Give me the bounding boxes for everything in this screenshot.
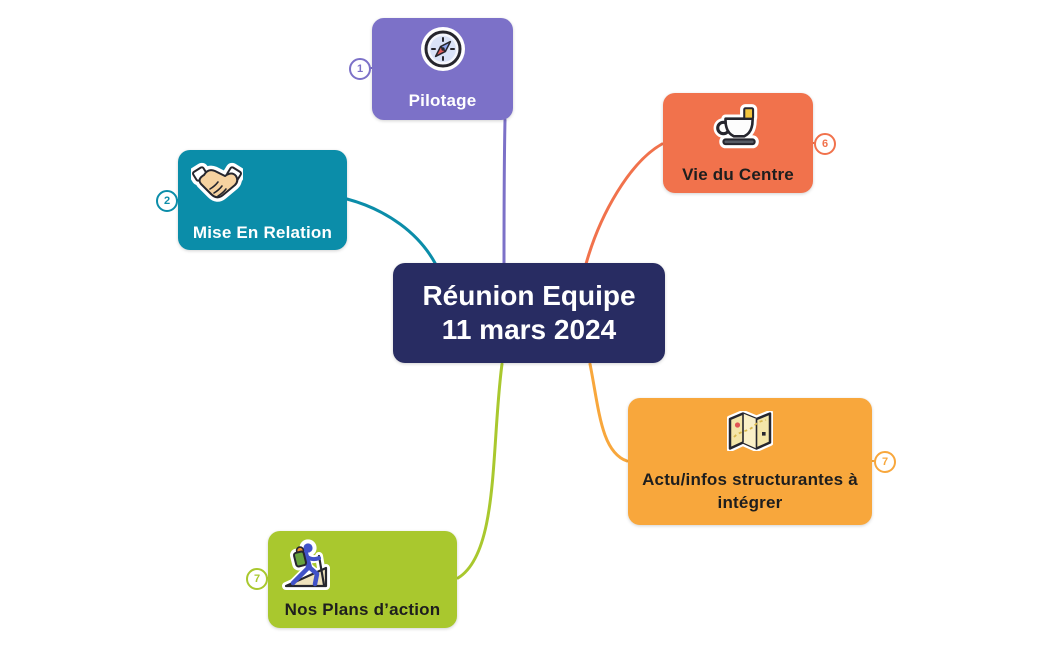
handshake-icon	[188, 160, 246, 206]
node-nos-plans[interactable]: Nos Plans d’action	[268, 531, 457, 628]
central-topic-line1: Réunion Equipe	[422, 280, 636, 311]
node-label-vie-du-centre: Vie du Centre	[682, 165, 794, 184]
connector-actu-infos	[588, 362, 629, 463]
connector-pilotage	[502, 118, 507, 265]
hiker-icon	[279, 537, 333, 591]
badge-nos-plans[interactable]: 7	[246, 568, 268, 590]
node-label-actu-infos: Actu/infos structurantes à intégrer	[642, 470, 858, 512]
node-label-mise-en-relation: Mise En Relation	[192, 223, 333, 242]
connector-mise-en-relation	[345, 197, 437, 265]
badge-pilotage[interactable]: 1	[349, 58, 371, 80]
node-actu-infos[interactable]: Actu/infos structurantes à intégrer	[628, 398, 872, 525]
badge-mise-en-relation[interactable]: 2	[156, 190, 178, 212]
central-topic-line2: 11 mars 2024	[441, 314, 617, 345]
node-pilotage[interactable]: Pilotage	[372, 18, 513, 120]
map-icon	[726, 410, 774, 452]
node-mise-en-relation[interactable]: Mise En Relation	[178, 150, 347, 250]
node-central-topic[interactable]: Réunion Equipe 11 mars 2024	[393, 263, 665, 363]
teacup-icon	[712, 102, 764, 154]
compass-icon	[420, 26, 466, 72]
connector-vie-du-centre	[584, 142, 664, 266]
node-vie-du-centre[interactable]: Vie du Centre	[663, 93, 813, 193]
node-label-pilotage: Pilotage	[408, 91, 477, 110]
node-label-nos-plans: Nos Plans d’action	[284, 600, 441, 619]
badge-actu-infos[interactable]: 7	[874, 451, 896, 473]
connector-nos-plans	[456, 362, 504, 580]
badge-vie-du-centre[interactable]: 6	[814, 133, 836, 155]
